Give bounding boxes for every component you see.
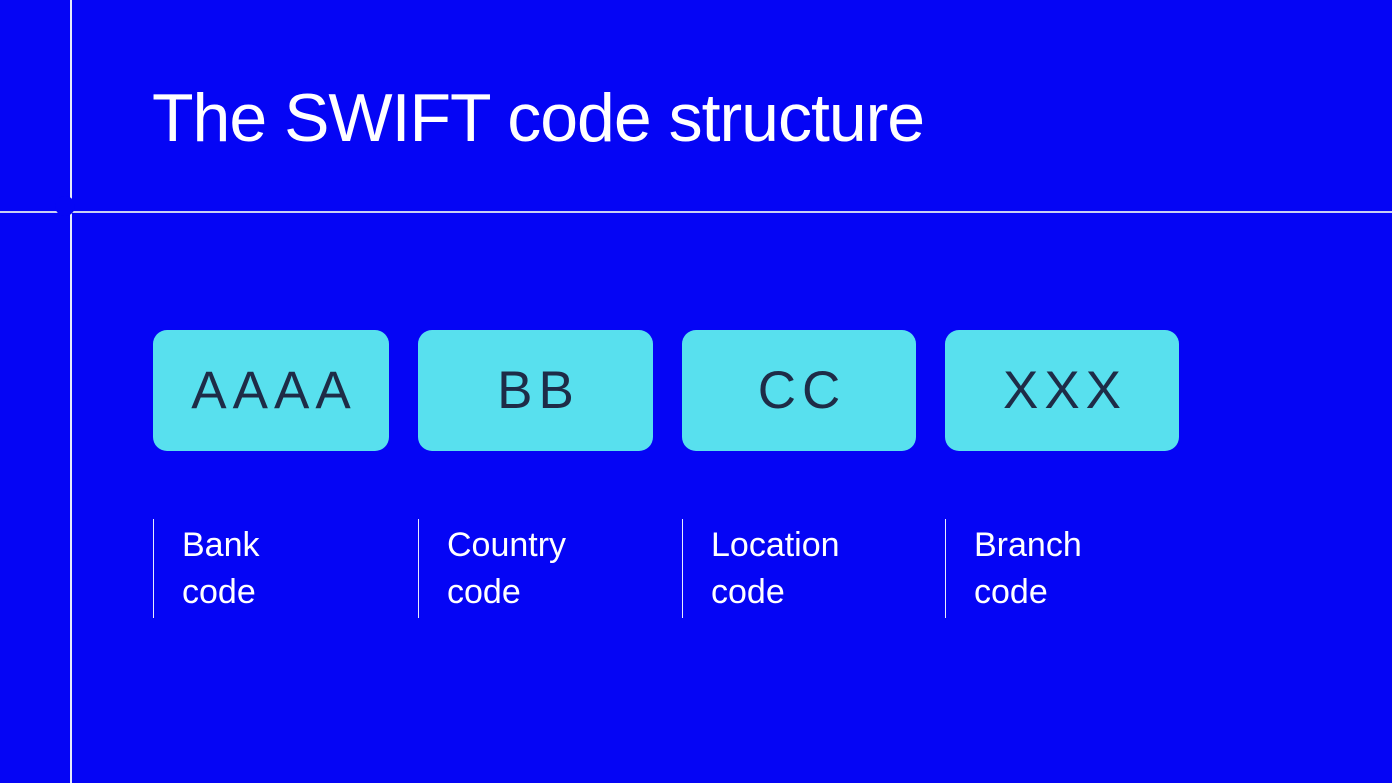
horizontal-guide-line bbox=[0, 211, 1392, 213]
label-country-code: Country code bbox=[418, 519, 653, 618]
label-location-code: Location code bbox=[682, 519, 916, 618]
label-bank-code: Bank code bbox=[153, 519, 389, 618]
label-text: Location code bbox=[711, 526, 840, 611]
code-labels-row: Bank code Country code Location code Bra… bbox=[153, 519, 1179, 618]
code-box-branch: XXX bbox=[945, 330, 1179, 451]
code-box-bank: AAAA bbox=[153, 330, 389, 451]
code-box-label: XXX bbox=[1002, 361, 1128, 420]
intersection-marker-dot bbox=[55, 196, 75, 216]
vertical-guide-line bbox=[70, 0, 72, 783]
code-box-label: AAAA bbox=[191, 361, 357, 420]
label-text: Bank code bbox=[182, 526, 260, 611]
page-title: The SWIFT code structure bbox=[152, 80, 925, 156]
label-text: Branch code bbox=[974, 526, 1082, 611]
code-box-country: BB bbox=[418, 330, 653, 451]
label-text: Country code bbox=[447, 526, 567, 611]
code-box-label: BB bbox=[497, 361, 580, 420]
label-branch-code: Branch code bbox=[945, 519, 1179, 618]
code-box-location: CC bbox=[682, 330, 916, 451]
code-boxes-row: AAAA BB CC XXX bbox=[153, 330, 1179, 451]
code-box-label: CC bbox=[757, 361, 847, 420]
